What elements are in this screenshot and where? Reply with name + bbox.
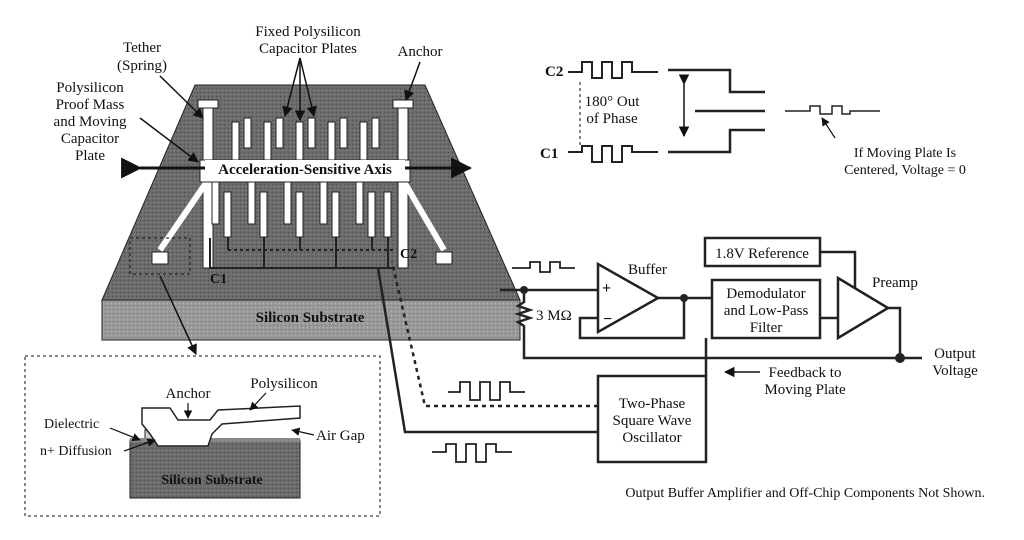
input-waveform <box>512 261 575 273</box>
circuit: 3 MΩ + − Buffer 1.8V Reference Demodulat… <box>376 236 978 464</box>
osc-wave-c1 <box>432 443 512 463</box>
osc-label-1: Two-Phase <box>619 396 686 412</box>
inset-callout-arrow <box>159 275 197 355</box>
inset-airgap-leader <box>291 427 315 436</box>
centered-label-2: Centered, Voltage = 0 <box>844 163 966 178</box>
reference-label: 1.8V Reference <box>715 246 809 262</box>
preamp-triangle <box>836 275 891 341</box>
anchor-bottom-left <box>151 251 169 265</box>
proof-label-3: and Moving <box>54 114 127 130</box>
fixed-leader-1 <box>282 57 301 118</box>
centered-waveform <box>785 105 880 115</box>
buffer-plus: + <box>602 280 611 297</box>
tether-label-2: (Spring) <box>117 58 167 74</box>
oscillator-box <box>596 374 708 464</box>
proof-leader <box>139 117 199 163</box>
footnote: Output Buffer Amplifier and Off-Chip Com… <box>625 486 985 501</box>
anchor-top-leader <box>404 61 421 101</box>
inset-dielectric-label: Dielectric <box>44 417 99 432</box>
anchor-top-right <box>392 99 414 109</box>
tether-label-1: Tether <box>123 40 161 56</box>
osc-label-3: Oscillator <box>622 430 681 446</box>
inset-airgap-label: Air Gap <box>316 428 365 444</box>
preamp-label: Preamp <box>872 275 918 291</box>
buffer-opamp <box>596 261 661 335</box>
inset-ndiff-leader <box>123 438 156 452</box>
resistor-label: 3 MΩ <box>536 308 572 324</box>
cross-section-inset: Anchor Polysilicon Dielectric n+ Diffusi… <box>24 275 381 517</box>
fixed-leader-3 <box>299 57 317 118</box>
proof-label-2: Proof Mass <box>56 97 125 113</box>
preamp-out-wire <box>888 306 902 358</box>
feedback-label-2: Moving Plate <box>764 382 846 398</box>
anchor-top-left <box>197 99 219 109</box>
sense-node <box>520 286 528 294</box>
phase-label-1: 180° Out <box>585 94 641 110</box>
inset-poly-label: Polysilicon <box>250 376 318 392</box>
inset-substrate-label: Silicon Substrate <box>161 473 263 488</box>
inset-polysilicon <box>141 405 301 447</box>
output-label-2: Voltage <box>932 363 978 379</box>
mems-chip: Acceleration-Sensitive Axis C1 C2 Silico… <box>101 84 521 341</box>
c2-chip-label: C2 <box>400 247 417 262</box>
inset-callout-box <box>129 237 191 275</box>
proof-label-1: Polysilicon <box>56 80 124 96</box>
reference-box <box>703 236 822 268</box>
output-label-1: Output <box>934 346 977 362</box>
demod-label-3: Filter <box>750 320 783 336</box>
anchor-top-label: Anchor <box>398 44 443 60</box>
tether-leader <box>159 75 204 119</box>
tether-right-lower <box>400 178 447 252</box>
upper-fingers <box>231 117 380 161</box>
substrate-chip-label: Silicon Substrate <box>256 310 365 326</box>
proof-label-5: Plate <box>75 148 105 164</box>
demod-label-1: Demodulator <box>726 286 805 302</box>
finger-taps <box>227 237 389 268</box>
c1-bus <box>209 238 395 269</box>
osc-wave-c2 <box>448 381 525 401</box>
osc-c2-wire <box>390 261 598 408</box>
resistor-and-bias-line <box>514 294 900 360</box>
anchor-bottom-right <box>435 251 453 265</box>
inset-ndiff-label: n+ Diffusion <box>40 444 112 459</box>
inset-poly-leader <box>249 392 267 411</box>
proof-label-4: Capacitor <box>61 131 119 147</box>
centered-label-1: If Moving Plate Is <box>854 146 956 161</box>
c1-wave-label: C1 <box>540 146 558 162</box>
buffer-feedback-wire <box>578 298 686 340</box>
osc-c1-wire <box>376 267 598 434</box>
buffer-minus: − <box>603 311 612 328</box>
axis-label-bg <box>205 160 405 178</box>
c1-waveform <box>568 145 658 163</box>
demod-label-2: and Low-Pass <box>724 303 809 319</box>
cap-plate-top <box>668 68 765 94</box>
inset-anchor-label: Anchor <box>166 386 211 402</box>
inset-dielectric-leader <box>109 427 141 442</box>
c2-wave-label: C2 <box>545 64 563 80</box>
c2-waveform <box>568 61 658 79</box>
fixed-plates-label-2: Capacitor Plates <box>259 41 357 57</box>
inset-dielectric-layer <box>130 438 300 442</box>
buffer-label: Buffer <box>628 262 667 278</box>
inset-substrate <box>129 439 301 499</box>
c1-chip-label: C1 <box>210 272 227 287</box>
fixed-plates-label-1: Fixed Polysilicon <box>255 24 361 40</box>
waveform-panel: C2 C1 180° Out of Phase If Moving Plate … <box>540 61 966 178</box>
feedback-label-1: Feedback to <box>769 365 842 381</box>
cap-plate-bottom <box>668 128 765 154</box>
demodulator-box <box>710 278 822 340</box>
axis-label: Acceleration-Sensitive Axis <box>218 162 392 178</box>
phase-label-2: of Phase <box>586 111 638 127</box>
osc-label-2: Square Wave <box>613 413 692 429</box>
centered-leader <box>821 117 836 139</box>
